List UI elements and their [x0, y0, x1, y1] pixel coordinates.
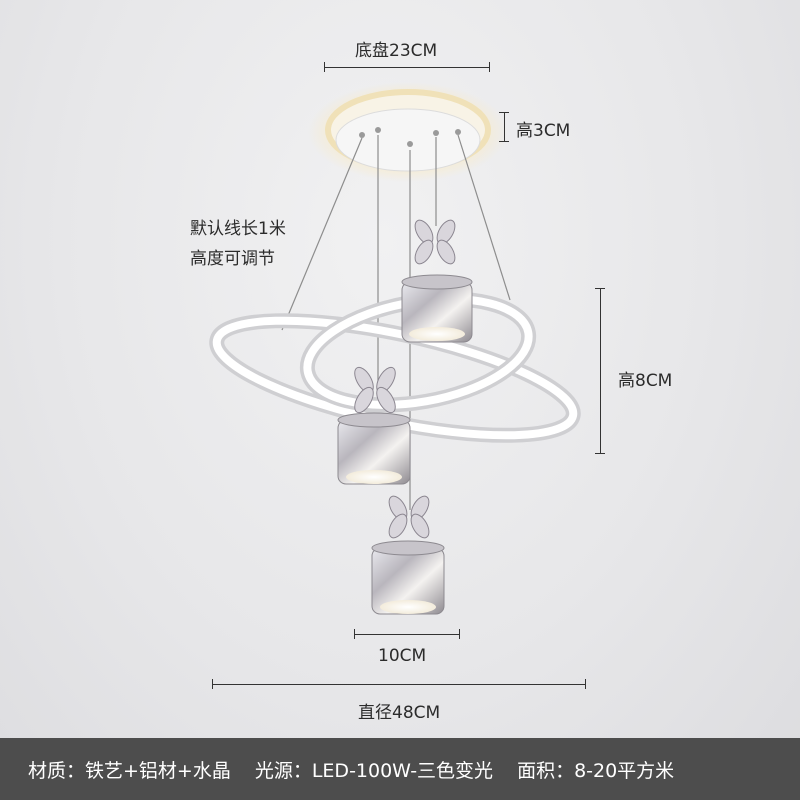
spec-footer-bar: 材质：铁艺+铝材+水晶 光源：LED-100W-三色变光 面积：8-20平方米 [0, 738, 800, 800]
base-height-label: 高3CM [516, 121, 571, 141]
ceiling-base [308, 82, 508, 182]
spec-area: 面积：8-20平方米 [517, 759, 675, 782]
chandelier-illustration [209, 82, 581, 615]
cord-note-line2: 高度可调节 [190, 249, 275, 269]
cord-note-line1: 默认线长1米 [190, 219, 286, 239]
crystal-shade-lower [371, 495, 445, 615]
base-diameter-dimension-line [324, 62, 490, 72]
shade-diameter-label: 10CM [378, 646, 427, 666]
crystal-flower-icon [414, 219, 456, 265]
shade-diameter-dimension-line [354, 629, 460, 639]
crystal-flower-icon [388, 495, 430, 539]
shade-height-label: 高8CM [618, 371, 673, 391]
crystal-shade-middle [337, 366, 411, 485]
shade-height-dimension-line [595, 288, 605, 454]
suspension-wires [281, 134, 511, 510]
base-diameter-label: 底盘23CM [355, 41, 438, 61]
base-height-dimension-line [499, 112, 509, 142]
spec-material: 材质：铁艺+铝材+水晶 [28, 759, 231, 782]
total-diameter-dimension-line [212, 679, 586, 689]
crystal-shade-upper [401, 219, 473, 343]
total-diameter-label: 直径48CM [358, 703, 441, 723]
spec-light-source: 光源：LED-100W-三色变光 [254, 759, 494, 782]
crystal-flower-icon [354, 366, 396, 414]
